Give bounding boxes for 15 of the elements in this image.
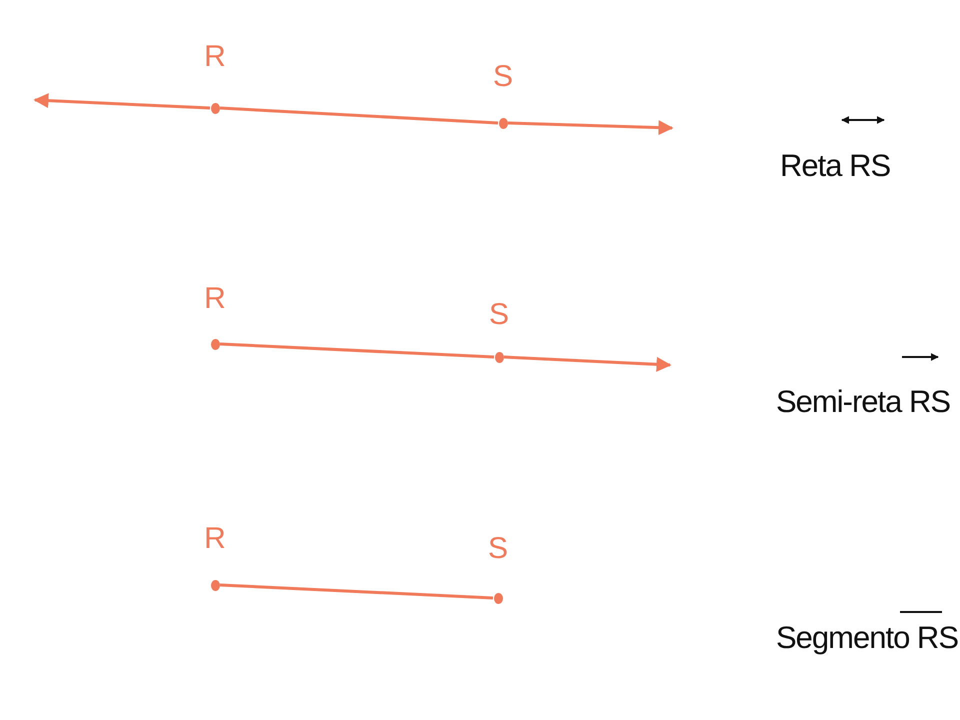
line-segment: [220, 342, 494, 358]
arrow: [508, 120, 674, 136]
line-segment: [220, 584, 494, 600]
notation-label: Reta RS: [780, 148, 890, 184]
line-segment: [220, 106, 498, 124]
notation-label: Segmento RS: [776, 620, 958, 656]
point: S: [486, 534, 510, 604]
notation-label: Semi-reta RS: [776, 384, 950, 420]
point: R: [203, 284, 227, 350]
arrow: [34, 93, 210, 110]
point: R: [203, 524, 227, 591]
arrow: [504, 356, 672, 372]
point: S: [487, 300, 511, 363]
point: R: [203, 42, 227, 114]
point: S: [491, 62, 515, 129]
